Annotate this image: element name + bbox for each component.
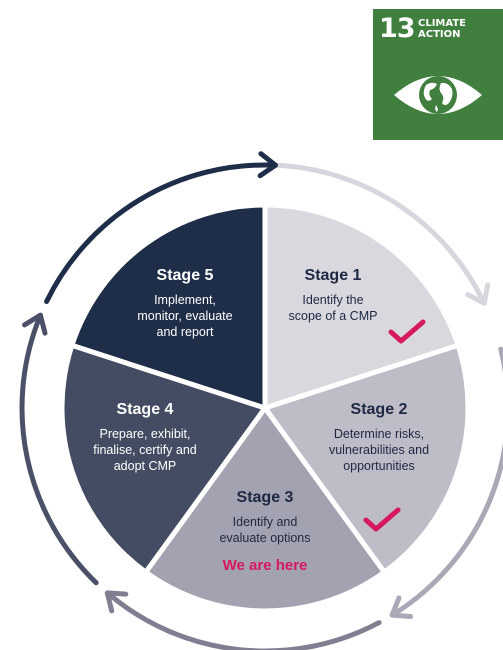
cycle-arrows: [19, 151, 503, 650]
stage-title: Stage 3: [237, 489, 294, 506]
stage-2-check-icon: [363, 507, 401, 532]
sdg-13-badge: 13 CLIMATE ACTION: [373, 9, 503, 140]
cycle-arrow-5: [44, 162, 276, 304]
stage-4-sector: [59, 342, 268, 575]
stage-4-label: Stage 4 Prepare, exhibit, finalise, certif…: [93, 401, 197, 473]
stage-description-line: evaluate options: [219, 531, 310, 545]
arrowhead-2: [389, 595, 414, 619]
stage-1-label: Stage 1 Identify the scope of a CMP: [289, 267, 378, 323]
stage-1-sector: [262, 202, 461, 411]
stage-2-sector: [262, 342, 471, 575]
stage-description-line: finalise, certify and: [93, 443, 197, 457]
stage-description-line: Implement,: [154, 293, 216, 307]
stage-description-line: monitor, evaluate: [137, 309, 232, 323]
arrowhead-1: [465, 282, 491, 306]
cycle-arrow-4: [19, 314, 99, 586]
arrowhead-4: [22, 312, 48, 336]
stage-description-line: opportunities: [343, 459, 415, 473]
stage-title: Stage 1: [305, 267, 362, 284]
stage-title: Stage 5: [157, 267, 214, 284]
sdg-title: CLIMATE ACTION: [418, 18, 466, 40]
stage-title: Stage 4: [117, 401, 174, 418]
eye-globe-icon: [394, 76, 482, 114]
stage-3-label: Stage 3 Identify and evaluate options We ar…: [219, 489, 310, 574]
stage-description-line: Identify the: [302, 293, 363, 307]
stage-description-line: scope of a CMP: [289, 309, 378, 323]
stage-description-line: Identify and: [233, 515, 298, 529]
stage-description-line: Prepare, exhibit,: [99, 427, 190, 441]
stage-2-label: Stage 2 Determine risks, vulnerabilities a…: [329, 401, 429, 473]
stage-description-line: adopt CMP: [114, 459, 177, 473]
stage-1-check-icon: [388, 319, 426, 344]
stage-5-label: Stage 5 Implement, monitor, evaluate and re…: [137, 267, 232, 339]
we-are-here-label: We are here: [223, 557, 308, 574]
stage-sectors: [59, 202, 471, 614]
cycle-arrow-2: [391, 346, 503, 617]
stage-description-line: Determine risks,: [334, 427, 424, 441]
stage-description-line: and report: [157, 325, 215, 339]
sdg-number: 13: [379, 13, 416, 44]
arrowhead-3: [104, 590, 129, 614]
stage-labels: Stage 1 Identify the scope of a CMP Stage 2…: [93, 267, 429, 574]
stage-title: Stage 2: [351, 401, 408, 418]
arrowhead-5: [257, 151, 278, 179]
stage-description-line: vulnerabilities and: [329, 443, 429, 457]
cycle-arrow-1: [271, 162, 486, 304]
stage-3-sector: [143, 405, 387, 614]
stage-5-sector: [69, 202, 268, 411]
